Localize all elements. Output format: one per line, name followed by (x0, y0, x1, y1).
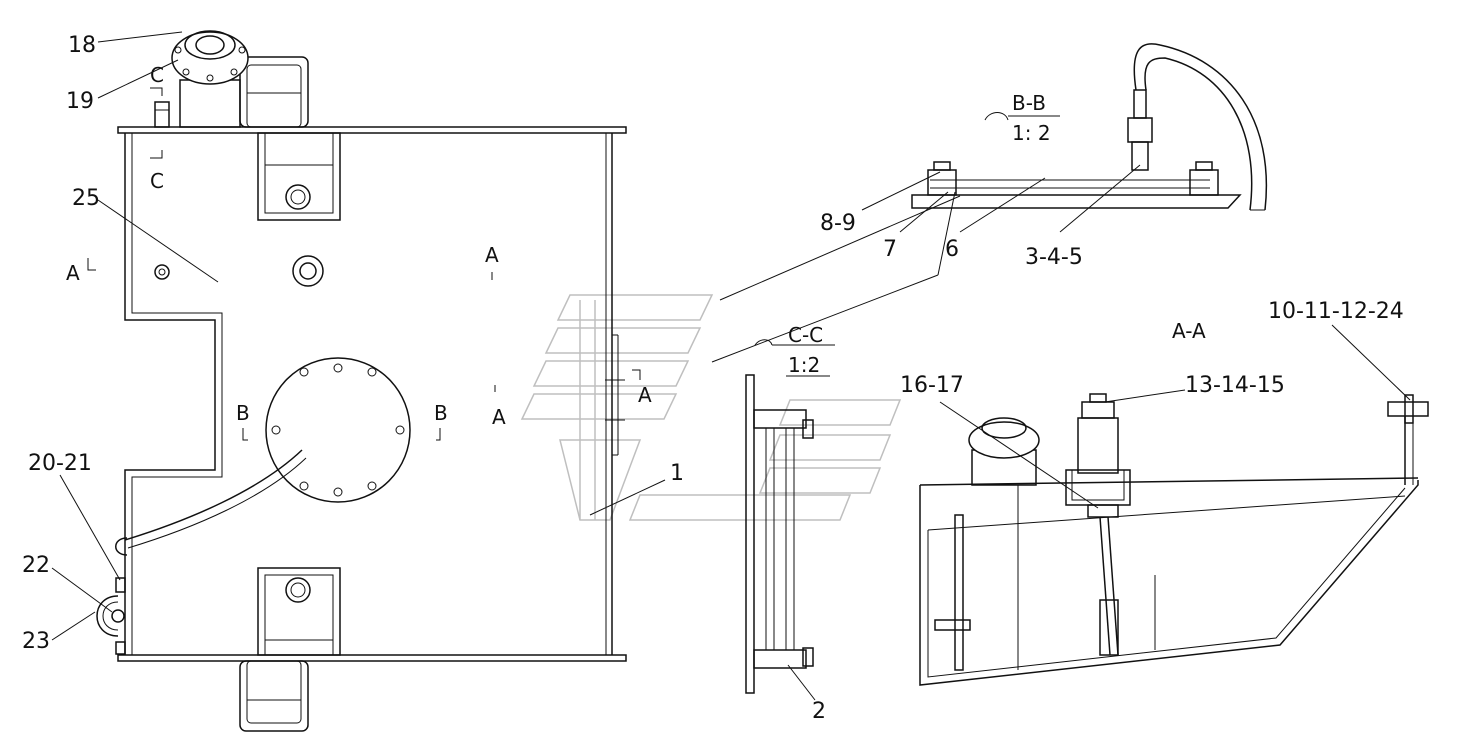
view-aa-title: A-A (1172, 319, 1206, 343)
label-16-17: 16-17 (900, 373, 964, 398)
label-1: 1 (670, 461, 684, 486)
label-18: 18 (68, 33, 96, 58)
tank-main-view (87, 30, 627, 732)
view-bb-title: B-B (1012, 91, 1046, 115)
section-mark-a-mid: A (492, 405, 506, 429)
section-mark-c-bottom: C (150, 169, 164, 193)
label-22: 22 (22, 553, 50, 578)
label-13-14-15: 13-14-15 (1185, 373, 1285, 398)
tank-strip (589, 334, 666, 516)
label-23: 23 (22, 629, 50, 654)
label-2: 2 (812, 699, 826, 724)
section-aa-view (919, 393, 1429, 686)
watermark-logo (520, 294, 902, 521)
label-6: 6 (945, 237, 959, 262)
leader-lines-main (51, 31, 219, 641)
part-labels: 18 19 25 20-21 22 23 1 2 8-9 7 6 3-4-5 1… (22, 33, 1404, 724)
view-cc-title: C-C (788, 323, 823, 347)
leader-lines-bb (711, 164, 1141, 363)
section-mark-a-top: A (485, 243, 499, 267)
label-7: 7 (883, 237, 897, 262)
label-25: 25 (72, 186, 100, 211)
section-bb-view (911, 43, 1267, 211)
section-mark-b-left: B (236, 401, 250, 425)
section-mark-a-left: A (66, 261, 80, 285)
label-3-4-5: 3-4-5 (1025, 245, 1083, 270)
view-cc-scale: 1:2 (788, 353, 820, 377)
section-cc-view (745, 339, 835, 701)
section-mark-b-right: B (434, 401, 448, 425)
label-19: 19 (66, 89, 94, 114)
section-mark-a-right: A (638, 383, 652, 407)
section-mark-c-top: C (150, 63, 164, 87)
label-10-11-12-24: 10-11-12-24 (1268, 299, 1404, 324)
label-8-9: 8-9 (820, 211, 856, 236)
section-marks: A A A A B B C C (66, 63, 652, 429)
view-titles: B-B 1: 2 C-C 1:2 A-A (788, 91, 1206, 377)
label-20-21: 20-21 (28, 451, 92, 476)
view-bb-scale: 1: 2 (1012, 121, 1051, 145)
leader-lines-aa (939, 324, 1411, 509)
